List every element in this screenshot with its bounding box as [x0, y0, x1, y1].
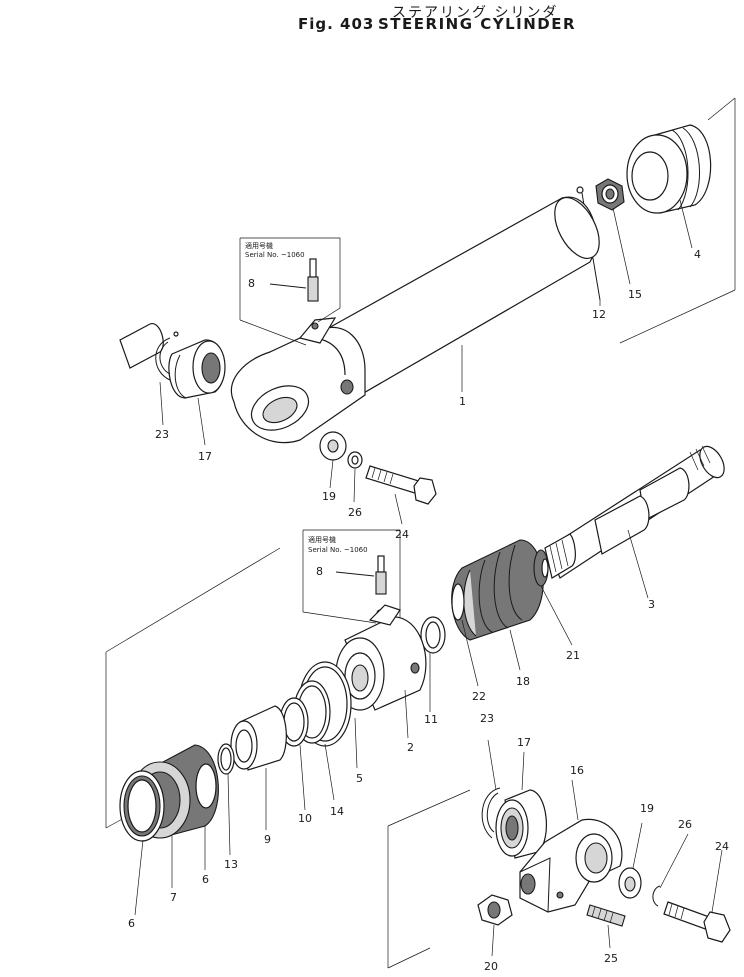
label-part-17b: 17	[517, 736, 531, 749]
label-part-2: 2	[407, 741, 414, 754]
part-25-grease-fitting	[586, 904, 626, 927]
label-part-7: 7	[170, 891, 177, 904]
label-part-26a: 26	[348, 506, 362, 519]
label-part-20: 20	[484, 960, 498, 973]
part-6-wear-ring	[119, 763, 217, 842]
part-3-piston-rod	[544, 445, 725, 579]
label-part-19b: 19	[640, 802, 654, 815]
label-part-8b: 8	[316, 565, 323, 578]
part-2-cylinder-head	[335, 604, 427, 711]
label-part-23a: 23	[155, 428, 169, 441]
label-part-17a: 17	[198, 450, 212, 463]
part-17-gland-upper	[119, 323, 226, 399]
part-19-washer-lower	[618, 867, 642, 899]
part-22-o-ring	[451, 583, 465, 621]
upper-callout-serial: Serial No. ~1060	[245, 251, 305, 259]
label-part-1: 1	[459, 395, 466, 408]
label-part-12: 12	[592, 308, 606, 321]
lower-callout-serial: Serial No. ~1060	[308, 546, 368, 554]
label-part-6b: 6	[202, 873, 209, 886]
part-24-bolt-lower	[663, 901, 731, 943]
label-part-16: 16	[570, 764, 584, 777]
label-part-9: 9	[264, 833, 271, 846]
label-part-3: 3	[648, 598, 655, 611]
part-10-backup-ring	[279, 697, 309, 747]
figure-title: STEERING CYLINDER	[378, 15, 577, 33]
label-part-25: 25	[604, 952, 618, 965]
label-part-8a: 8	[248, 277, 255, 290]
part-labels: 1 2 3 4 5 6 6 7 8 8 9 10 11 12 13 14 15 …	[128, 248, 729, 973]
label-part-22: 22	[472, 690, 486, 703]
figure-number: Fig. 403	[298, 15, 375, 33]
part-26-washer-upper	[347, 451, 363, 469]
label-part-21: 21	[566, 649, 580, 662]
part-23-snap-ring-upper	[155, 331, 179, 381]
part-1-cylinder-tube	[231, 196, 600, 444]
upper-guide-lines	[619, 97, 736, 344]
label-part-5: 5	[356, 772, 363, 785]
leader-lines	[134, 199, 723, 957]
label-part-14: 14	[330, 805, 344, 818]
label-part-11: 11	[424, 713, 438, 726]
part-24-bolt-upper	[365, 465, 437, 505]
label-part-6a: 6	[128, 917, 135, 930]
label-part-4: 4	[694, 248, 701, 261]
label-part-19a: 19	[322, 490, 336, 503]
lower-callout-applicable: 適用号機	[308, 535, 336, 544]
part-9-bushing	[230, 705, 287, 771]
upper-callout-applicable: 適用号機	[245, 241, 273, 250]
figure-title-japanese: ステアリング シリンダ	[392, 5, 559, 21]
label-part-18: 18	[516, 675, 530, 688]
part-18-piston-packing	[451, 539, 544, 641]
part-23-snap-ring-lower	[481, 787, 501, 839]
label-part-13: 13	[224, 858, 238, 871]
lower-left-guide	[105, 547, 281, 829]
upper-serial-callout: 適用号機 Serial No. ~1060	[239, 237, 341, 346]
label-part-24b: 24	[715, 840, 729, 853]
part-16-rod-eye	[519, 818, 623, 913]
part-19-washer-upper	[319, 431, 347, 461]
part-13-snap-ring	[217, 743, 235, 775]
label-part-15: 15	[628, 288, 642, 301]
part-17-gland-lower	[495, 789, 548, 859]
lower-right-guide	[387, 789, 471, 969]
part-20-nut	[477, 894, 513, 926]
label-part-26b: 26	[678, 818, 692, 831]
lower-serial-callout: 適用号機 Serial No. ~1060	[302, 529, 401, 624]
part-26-washer-lower	[652, 885, 661, 907]
part-21-nut	[533, 549, 549, 587]
part-15-nut	[595, 178, 625, 211]
label-part-24a: 24	[395, 528, 409, 541]
label-part-23b: 23	[480, 712, 494, 725]
label-part-10: 10	[298, 812, 312, 825]
part-4-piston	[626, 124, 712, 214]
part-11-ring	[420, 616, 446, 654]
